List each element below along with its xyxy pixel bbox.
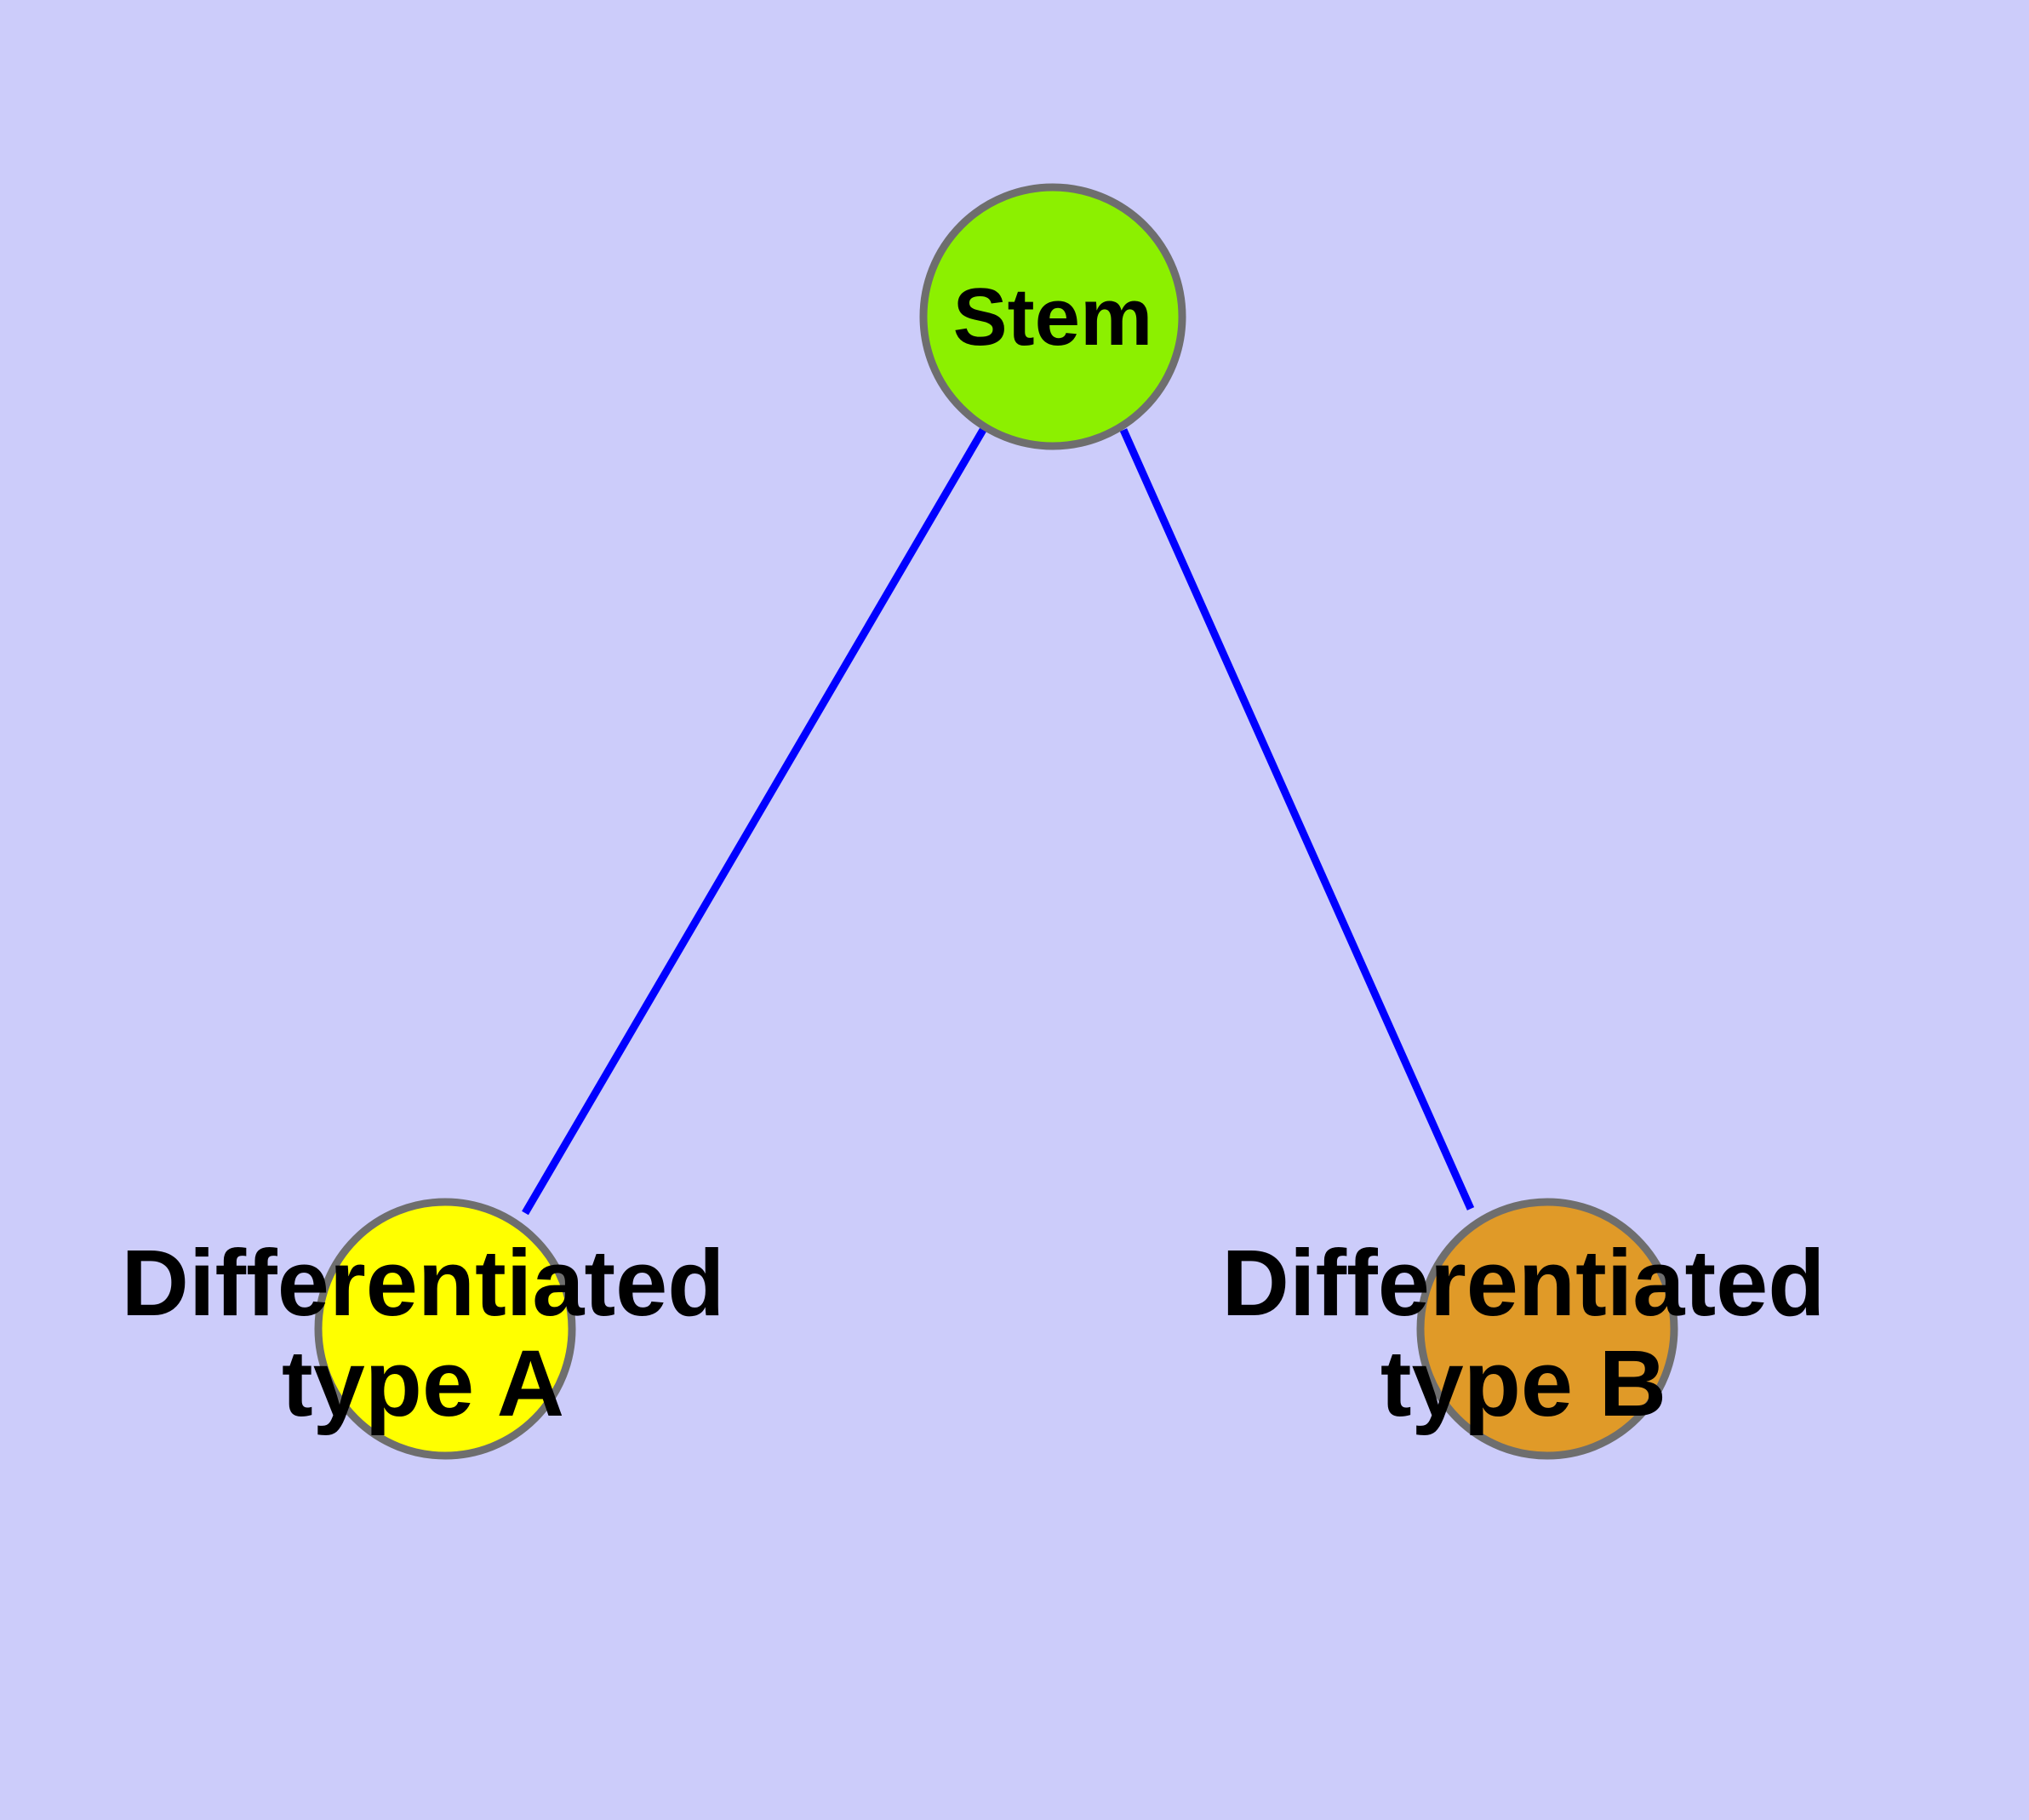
node-differentiated-type-a[interactable]	[314, 1198, 576, 1460]
edge-layer	[522, 427, 1475, 1216]
node-differentiated-type-a-label-line2: type A	[282, 1331, 564, 1436]
label-layer: Stem Differentiated type A Differentiate…	[122, 272, 1826, 1436]
node-differentiated-type-b[interactable]	[1416, 1198, 1678, 1460]
edge-stem-to-differentiated-type-a	[522, 427, 986, 1216]
node-differentiated-type-b-label-line1: Differentiated	[1222, 1231, 1826, 1336]
node-differentiated-type-a-circle[interactable]	[314, 1198, 576, 1460]
node-layer	[314, 183, 1678, 1460]
node-stem-circle[interactable]	[919, 183, 1186, 450]
node-differentiated-type-a-label-line1: Differentiated	[122, 1231, 725, 1336]
node-stem[interactable]	[919, 183, 1186, 450]
node-stem-label: Stem	[953, 272, 1153, 363]
node-differentiated-type-b-label-line2: type B	[1380, 1331, 1666, 1436]
edge-stem-to-differentiated-type-b	[1119, 428, 1475, 1210]
node-differentiated-type-b-circle[interactable]	[1416, 1198, 1678, 1460]
